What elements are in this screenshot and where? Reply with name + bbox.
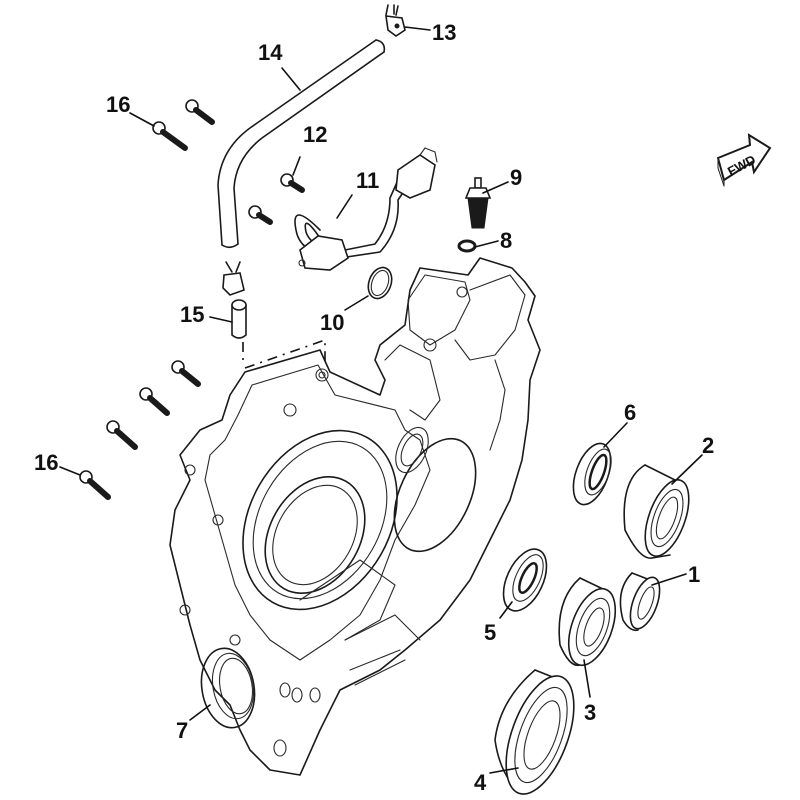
callout-15: 15 — [180, 302, 204, 327]
callout-9: 9 — [510, 165, 522, 190]
part-16-bolts-lower — [79, 360, 201, 500]
leader-lines — [59, 26, 703, 774]
part-8-washer — [457, 239, 477, 253]
callout-5: 5 — [484, 620, 496, 645]
fwd-arrow-icon: FWD — [716, 133, 772, 187]
part-9-sensor-switch — [464, 177, 492, 229]
part-1-bearing — [619, 572, 661, 632]
callout-1: 1 — [688, 562, 700, 587]
callout-12: 12 — [303, 122, 327, 147]
callout-8: 8 — [500, 228, 512, 253]
part-2-bearing — [623, 464, 690, 559]
callout-3: 3 — [584, 700, 596, 725]
alignment-line — [242, 338, 326, 369]
part-4-bearing — [494, 669, 575, 795]
part-3-bearing — [558, 577, 617, 667]
part-11-sensor-harness — [294, 147, 438, 271]
part-6-oil-seal — [572, 442, 612, 506]
callout-labels: 1 2 3 4 5 6 7 8 9 10 11 12 13 14 15 16 1… — [34, 20, 714, 795]
part-7-oil-seal — [200, 647, 256, 729]
callout-6: 6 — [624, 400, 636, 425]
callout-2: 2 — [702, 433, 714, 458]
callout-7: 7 — [176, 718, 188, 743]
part-10-o-ring — [367, 266, 393, 300]
callout-16-upper: 16 — [106, 92, 130, 117]
part-13-hose-clamp — [385, 4, 406, 37]
crankcase-cover — [169, 257, 541, 776]
callout-14: 14 — [258, 40, 283, 65]
hose-clamp-lower — [222, 261, 245, 296]
callout-13: 13 — [432, 20, 456, 45]
part-5-oil-seal — [502, 548, 548, 612]
part-15-dowel-pin — [231, 299, 247, 339]
part-16-bolts-upper — [152, 99, 215, 151]
callout-10: 10 — [320, 310, 344, 335]
callout-16-lower: 16 — [34, 450, 58, 475]
callout-4: 4 — [474, 770, 487, 795]
part-12-bolt — [248, 173, 305, 225]
part-14-breather-hose — [217, 39, 386, 249]
callout-11: 11 — [356, 168, 379, 193]
